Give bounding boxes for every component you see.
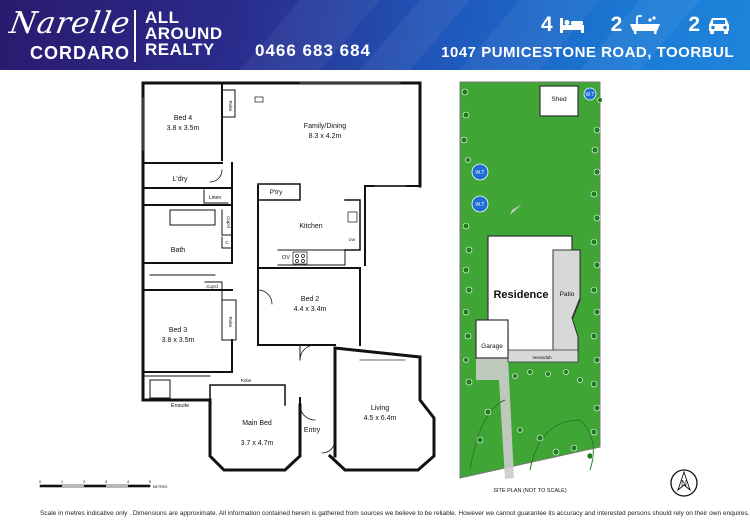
bath-icon [630,15,661,34]
room-linen-name: Linen [209,195,221,201]
room-bed-4-name: Bed 4 [174,115,192,122]
room-pantry-name: P'try [270,189,284,196]
robe-label-bed-4: Robe [228,101,233,112]
room-bed-3-size: 3.8 x 3.5m [162,337,195,344]
site-plan-title: SITE PLAN (NOT TO SCALE) [493,488,567,494]
room-bed-3-name: Bed 3 [169,327,187,334]
room-bed-2-size: 4.4 x 3.4m [294,306,327,313]
room-kitchen-name: Kitchen [299,223,322,230]
room-main-bed-name: Main Bed [242,420,272,427]
shed-footprint [539,85,579,117]
north-arrow-label: N [681,479,687,488]
water-tank-1 [583,87,597,101]
room-ensuite-name: Ensuite [171,403,189,409]
north-arrow: N [670,469,698,497]
room-laundry-name: L'dry [173,176,188,183]
room-bed-2-name: Bed 2 [301,296,319,303]
agent-phone[interactable]: 0466 683 684 [255,41,371,60]
cupboard-label-bath: Cup'd [226,216,231,228]
water-tank-2 [471,163,489,181]
scale-tick-1: 1 [61,479,64,484]
room-family-dining-name: Family/Dining [304,123,347,130]
room-living-size: 4.5 x 6.4m [364,415,397,422]
scale-unit: METRES [153,485,168,489]
garden-beds [469,399,594,471]
scale-tick-2: 2 [83,479,86,484]
room-main-bed-size: 3.7 x 4.7m [241,440,274,447]
bed-icon [559,18,584,33]
room-labels: Bed 4 3.8 x 3.5m Family/Dining 8.3 x 4.2… [162,115,397,447]
water-tanks: W.T W.T W.T [471,87,597,213]
water-tank-3-label: W.T [476,202,485,208]
property-address: 1047 PUMICESTONE ROAD, TOORBUL [441,44,734,61]
room-bed-4-size: 3.8 x 3.5m [167,125,200,132]
header-divider [134,10,136,62]
trees [460,88,603,460]
verandah-label: Verandah [532,355,552,360]
cupboard-c-label: C [225,240,229,245]
scale-tick-5: 5 [149,479,152,484]
footer-disclaimer: Scale in metres indicative only . Dimens… [40,510,750,517]
cupboard-label-hall: Cup'd [206,284,218,289]
dishwasher-label: DW [349,237,356,242]
property-specs: 4 2 2 [541,13,732,37]
shed-label: Shed [551,96,567,103]
car-space-count: 2 [688,13,700,36]
agency-line-3: REALTY [145,40,215,59]
bedroom-count: 4 [540,13,553,36]
residence-label: Residence [493,289,548,301]
fixture-labels: Robe Cup'd C Cup'd Robe Robe OV DW [206,101,355,383]
car-icon [709,18,729,34]
water-tank-1-label: W.T [586,92,595,98]
scale-tick-3: 3 [105,479,108,484]
agency-line-1: ALL [145,8,180,27]
brand-surname: CORDARO [30,43,130,63]
room-living-name: Living [371,405,389,412]
room-family-dining-size: 8.3 x 4.2m [309,133,342,140]
robe-label-main-bed: Robe [241,378,252,383]
water-tank-3 [471,195,489,213]
robe-label-bed-3: Robe [228,317,233,328]
oven-label: OV [282,255,290,261]
water-tank-2-label: W.T [476,170,485,176]
plan-drawing: Bed 4 3.8 x 3.5m Family/Dining 8.3 x 4.2… [39,81,698,497]
scale-bar: 0 1 2 3 4 5 METRES [39,479,168,489]
room-entry-name: Entry [304,427,321,434]
scale-tick-4: 4 [127,479,130,484]
garage-label: Garage [481,343,503,350]
agency-line-2: AROUND [145,24,223,43]
garage-footprint [475,319,509,359]
room-bath-name: Bath [171,247,186,254]
kitchen-fixtures [254,96,358,265]
patio-area [552,249,581,353]
site-plan: Residence Patio Garage Shed Verandah SIT… [459,81,603,494]
patio-label: Patio [560,291,575,298]
header-banner: Narelle CORDARO ALL AROUND REALTY 0466 6… [0,0,750,70]
agency-name: ALL AROUND REALTY [145,8,223,59]
header-stripes [240,0,700,70]
floorplan [141,81,436,472]
bathroom-count: 2 [610,13,623,36]
scale-tick-0: 0 [39,479,42,484]
brand-signature: Narelle [6,6,134,41]
